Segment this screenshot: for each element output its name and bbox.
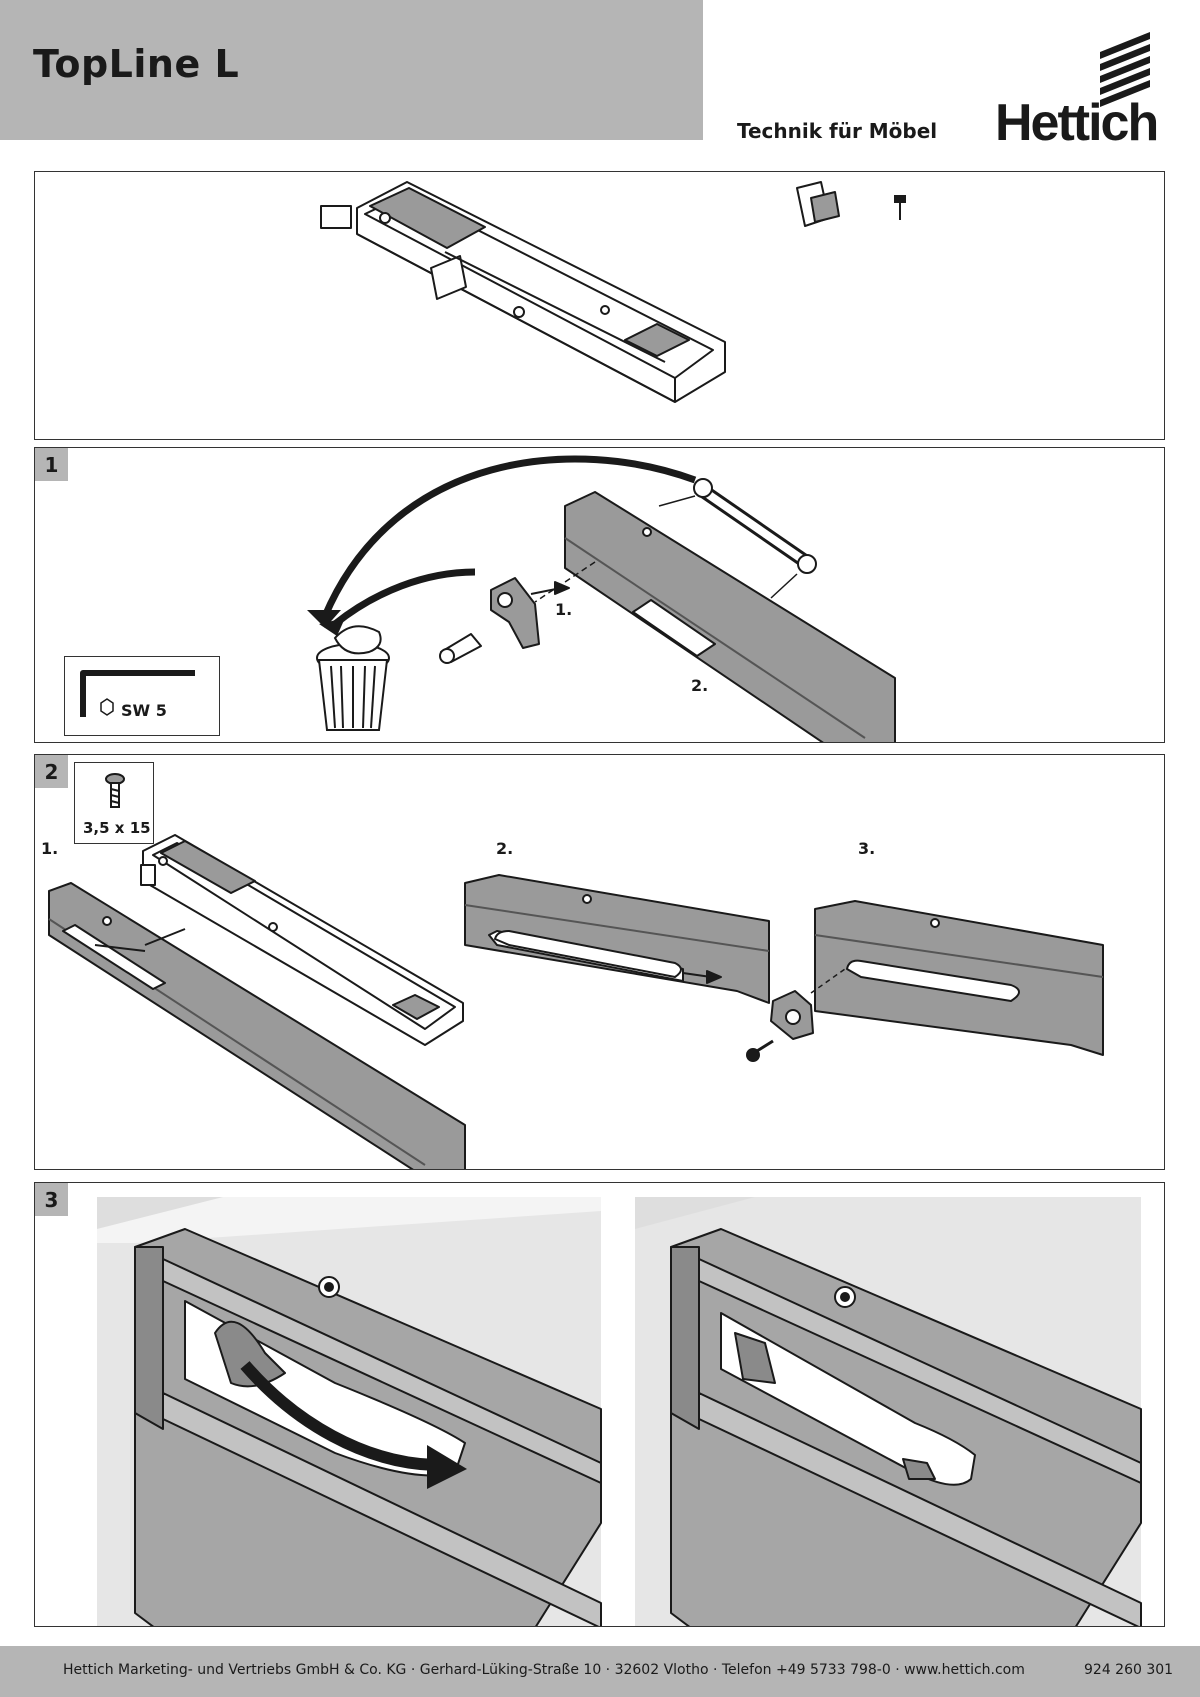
tool-box: SW 5	[64, 656, 220, 736]
step-number: 3	[35, 1183, 68, 1216]
hex-key-icon	[80, 670, 195, 717]
substep-2: 2.	[496, 839, 514, 858]
brand-tagline: Technik für Möbel	[737, 119, 938, 143]
footer-address: Hettich Marketing- und Vertriebs GmbH & …	[63, 1662, 1025, 1678]
screw-box: 3,5 x 15	[74, 762, 154, 844]
panel-step-1: 1 1. 2.	[34, 447, 1165, 743]
substep-3: 3.	[858, 839, 876, 858]
header-band	[0, 0, 703, 140]
callout-1: 1.	[555, 600, 573, 619]
footer-band	[0, 1646, 1200, 1697]
substep-2-illustration	[464, 874, 770, 1004]
svg-text:Hettich: Hettich	[995, 94, 1157, 152]
screw-size-label: 3,5 x 15	[83, 819, 151, 837]
trash-bin-icon	[316, 625, 390, 731]
tool-size-label: SW 5	[121, 701, 167, 720]
panel-overview	[34, 171, 1165, 440]
page-title: TopLine L	[33, 42, 240, 86]
countersunk-screw-icon	[105, 773, 125, 808]
panel-step-2: 2 3,5 x 15 1. 2. 3.	[34, 754, 1165, 1170]
substep-3-illustration	[746, 900, 1104, 1062]
topline-unit-illustration	[320, 181, 726, 403]
substep-1-illustration	[48, 834, 466, 1169]
panel-step-3: 3	[34, 1182, 1165, 1627]
step-number: 1	[35, 448, 68, 481]
step-3-left-illustration	[97, 1197, 602, 1626]
substep-1: 1.	[41, 839, 59, 858]
callout-2: 2.	[691, 676, 709, 695]
end-cap-icon	[796, 181, 840, 227]
hettich-logo: Hettich	[990, 30, 1170, 152]
arrow-curved-icon	[307, 455, 697, 636]
screw-icon	[894, 195, 906, 220]
step-number: 2	[35, 755, 68, 788]
plug-component-icon	[439, 577, 570, 664]
footer-document-number: 924 260 301	[1084, 1662, 1174, 1678]
mounting-rail-illustration	[534, 478, 896, 742]
hettich-logo-icon: Hettich	[995, 32, 1159, 152]
step-3-right-illustration	[635, 1197, 1142, 1626]
